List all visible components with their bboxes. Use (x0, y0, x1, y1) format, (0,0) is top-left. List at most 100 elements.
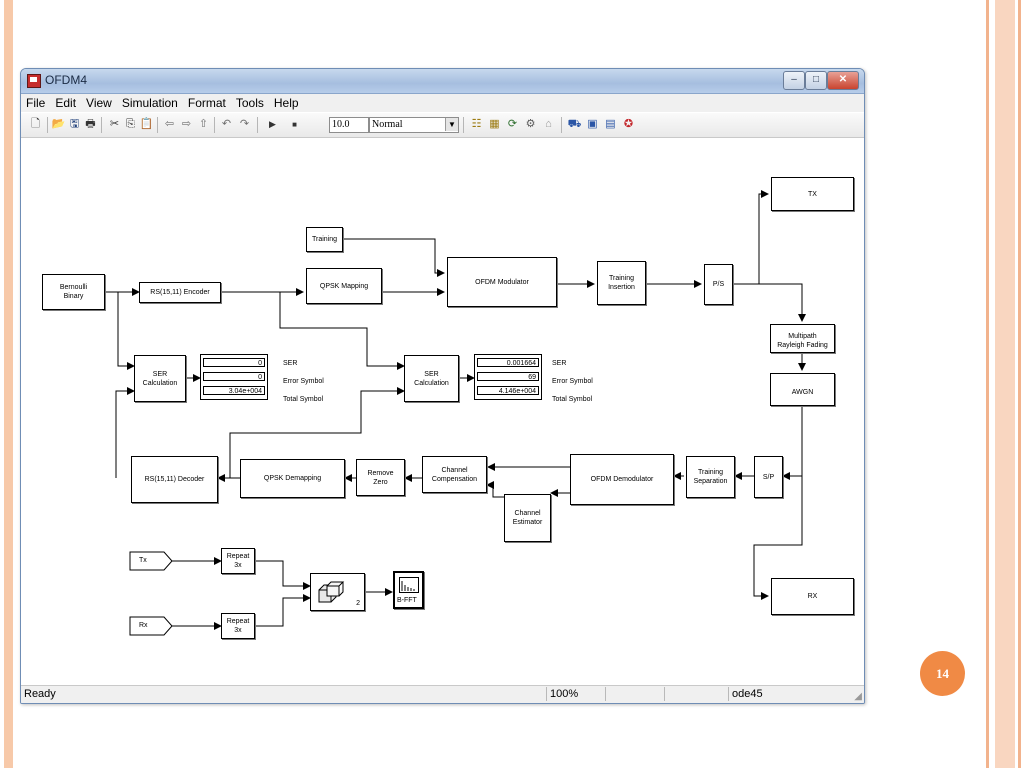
toolbar-separator (257, 117, 258, 133)
library-browser-icon[interactable]: ▦ (489, 118, 500, 130)
status-cell (605, 687, 664, 701)
model-canvas[interactable]: Bernoulli Binary RS(15,11) Encoder Train… (21, 138, 864, 685)
open-icon[interactable]: 📂 (51, 118, 66, 130)
qpsk-mapping-block[interactable]: QPSK Mapping (306, 268, 382, 304)
tx-goto-block[interactable]: TX (771, 177, 854, 211)
toolbar-separator (47, 117, 48, 133)
sp-block[interactable]: S/P (754, 456, 783, 498)
stop-time-field[interactable]: 10.0 (329, 117, 369, 133)
menu-view[interactable]: View (86, 96, 112, 110)
channel-compensation-block[interactable]: Channel Compensation (422, 456, 487, 493)
debug-icon[interactable]: ⌂ (545, 118, 552, 130)
repeat-block-2[interactable]: Repeat 3x (221, 613, 255, 639)
ps-block[interactable]: P/S (704, 264, 733, 305)
rs-encoder-block[interactable]: RS(15,11) Encoder (139, 282, 221, 303)
forward-icon[interactable]: ⇨ (181, 118, 192, 130)
bfft-scope-block[interactable]: B-FFT (393, 571, 424, 609)
report-icon[interactable]: ▣ (587, 118, 598, 130)
close-button[interactable]: ✕ (827, 71, 859, 90)
display-label-error-symbol: Error Symbol (552, 378, 593, 385)
cube-icon (318, 581, 345, 603)
qpsk-demapping-block[interactable]: QPSK Demapping (240, 459, 345, 498)
simulink-model-icon (27, 74, 41, 88)
toolbar-separator (214, 117, 215, 133)
display-value: 0.001664 (477, 358, 539, 367)
menu-simulation[interactable]: Simulation (121, 96, 178, 110)
ser-calculation-block-2[interactable]: SER Calculation (404, 355, 459, 402)
rx-from-port[interactable] (129, 616, 174, 636)
rx-from-label: Rx (139, 622, 148, 629)
up-icon[interactable]: ⇧ (198, 118, 209, 130)
signal-lines (105, 190, 806, 630)
toolbar: 🗋 📂 🖫 🖶 ✂ ⎘ 📋 ⇦ ⇨ ⇧ ↶ ↷ ▶ ■ 10.0 Normal … (21, 113, 864, 138)
solver-name: ode45 (728, 687, 842, 701)
slide-right-stripe (1018, 0, 1021, 768)
ser-calculation-block-1[interactable]: SER Calculation (134, 355, 186, 402)
multipath-rayleigh-fading-block[interactable]: Multipath Rayleigh Fading (770, 324, 835, 353)
page-number-badge: 14 (920, 651, 965, 696)
ofdm-modulator-block[interactable]: OFDM Modulator (447, 257, 557, 307)
training-block[interactable]: Training (306, 227, 343, 252)
save-icon[interactable]: 🖫 (69, 118, 80, 130)
advisor-icon[interactable]: ⛟ (567, 118, 582, 130)
menu-edit[interactable]: Edit (55, 96, 77, 110)
menu-tools[interactable]: Tools (235, 96, 264, 110)
paste-icon[interactable]: 📋 (139, 118, 154, 130)
ser-display-2[interactable]: 0.001664 69 4.146e+004 (474, 354, 542, 400)
training-separation-block[interactable]: Training Separation (686, 456, 735, 498)
menu-file[interactable]: File (26, 96, 46, 110)
toolbar-separator (101, 117, 102, 133)
help-icon[interactable]: ✪ (623, 118, 634, 130)
display-value: 69 (477, 372, 539, 381)
stop-icon[interactable]: ■ (292, 120, 297, 129)
bernoulli-binary-block[interactable]: Bernoulli Binary (42, 274, 105, 310)
awgn-block[interactable]: AWGN (770, 373, 835, 406)
model-explorer-icon[interactable]: ☷ (471, 118, 482, 130)
minimize-button[interactable]: – (783, 71, 805, 90)
slide-left-border (4, 0, 13, 768)
redo-icon[interactable]: ↷ (239, 118, 250, 130)
repeat-block-1[interactable]: Repeat 3x (221, 548, 255, 574)
copy-icon[interactable]: ⎘ (126, 118, 135, 130)
window-title: OFDM4 (45, 73, 87, 87)
matrix-concatenate-block[interactable]: 2 (310, 573, 365, 611)
display-value: 0 (203, 372, 265, 381)
cut-icon[interactable]: ✂ (109, 118, 120, 130)
new-icon[interactable]: 🗋 (31, 118, 40, 130)
rx-goto-block[interactable]: RX (771, 578, 854, 615)
start-icon[interactable]: ▶ (269, 119, 276, 129)
concatenate-count: 2 (356, 600, 360, 607)
title-bar[interactable]: OFDM4 – □ ✕ (21, 69, 864, 94)
display-value: 3.04e+004 (203, 386, 265, 395)
rs-decoder-block[interactable]: RS(15,11) Decoder (131, 456, 218, 503)
slide-right-stripe (986, 0, 989, 768)
training-insertion-block[interactable]: Training Insertion (597, 261, 646, 305)
tx-from-port[interactable] (129, 551, 174, 571)
chevron-down-icon[interactable]: ▼ (445, 118, 458, 131)
resize-grip-icon[interactable]: ◢ (854, 691, 862, 702)
remove-zero-block[interactable]: Remove Zero (356, 459, 405, 496)
display-label-total-symbol: Total Symbol (552, 396, 593, 403)
simulation-mode-select[interactable]: Normal (369, 117, 459, 133)
display-label-total-symbol: Total Symbol (283, 396, 324, 403)
menu-bar: File Edit View Simulation Format Tools Help (21, 94, 864, 112)
zoom-level: 100% (546, 687, 605, 701)
spectrum-icon (399, 577, 419, 593)
menu-format[interactable]: Format (187, 96, 226, 110)
display-label-error-symbol: Error Symbol (283, 378, 324, 385)
toolbar-separator (561, 117, 562, 133)
build-icon[interactable]: ⚙ (525, 118, 536, 130)
toolbar-separator (157, 117, 158, 133)
update-diagram-icon[interactable]: ⟳ (507, 118, 518, 130)
print-icon[interactable]: 🖶 (85, 118, 96, 130)
maximize-button[interactable]: □ (805, 71, 827, 90)
ofdm-demodulator-block[interactable]: OFDM Demodulator (570, 454, 674, 505)
properties-icon[interactable]: ▤ (605, 118, 616, 130)
menu-help[interactable]: Help (273, 96, 299, 110)
undo-icon[interactable]: ↶ (221, 118, 232, 130)
back-icon[interactable]: ⇦ (164, 118, 175, 130)
status-text: Ready (24, 688, 56, 700)
ser-display-1[interactable]: 0 0 3.04e+004 (200, 354, 268, 400)
status-bar: Ready 100% ode45 ◢ (21, 685, 864, 703)
channel-estimator-block[interactable]: Channel Estimator (504, 494, 551, 542)
